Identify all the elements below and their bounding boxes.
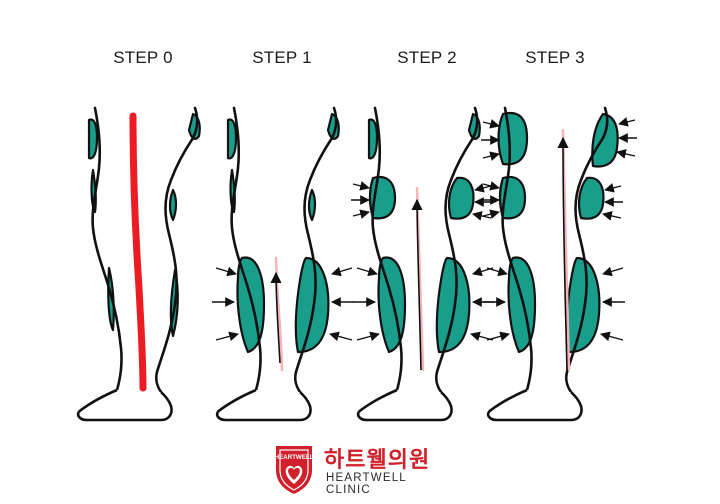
knee-pressure-arrow-0 (482, 181, 500, 191)
calf-pressure-arrow-2 (215, 331, 239, 342)
shield-text: HEARTWELL (275, 454, 314, 461)
knee-pressure-arrow-3 (604, 183, 622, 193)
calf-compression-pad-right (294, 256, 330, 354)
knee-compression-pad-right (307, 188, 317, 222)
calf-pressure-arrow-3 (602, 266, 624, 277)
thigh-compression-pad-left (226, 118, 238, 160)
knee-compression-pad-right (577, 176, 605, 220)
step-1-leg (212, 106, 354, 422)
legs-illustration (76, 106, 637, 422)
knee-compression-pad-right (447, 176, 475, 220)
knee-pressure-arrow-0 (352, 181, 370, 191)
calf-pressure-arrow-2 (486, 331, 510, 342)
foot-outline (356, 388, 453, 422)
calf-pressure-arrow-5 (329, 331, 353, 342)
brand-english-name: HEARTWELL CLINIC (326, 472, 407, 496)
thigh-compression-pad-left (497, 111, 529, 166)
foot-outline (215, 388, 312, 422)
upward-flow-arrow (411, 198, 423, 371)
upward-flow-arrow (270, 271, 282, 364)
heartwell-logo: HEARTWELL 하트웰의원 HEARTWELL CLINIC (272, 440, 452, 496)
leg-group (76, 106, 201, 422)
thigh-pressure-arrow-0 (482, 119, 500, 129)
leg-front-outline (293, 106, 338, 394)
foot-outline (76, 388, 173, 422)
calf-pressure-arrow-0 (486, 266, 508, 277)
step-1-label: STEP 1 (252, 48, 312, 67)
step-2-label: STEP 2 (397, 48, 457, 67)
upward-flow-arrow (557, 136, 569, 371)
leg-front-outline (434, 106, 479, 394)
calf-compression-pad-right (435, 256, 471, 354)
leg-group (351, 106, 495, 422)
leg-back-outline (371, 106, 403, 392)
thigh-compression-pad-left (367, 118, 379, 160)
thigh-pressure-arrow-5 (616, 149, 636, 159)
step-0-leg (76, 106, 201, 422)
calf-pressure-arrow-0 (356, 266, 378, 277)
step-3-label: STEP 3 (525, 48, 585, 67)
leg-back-outline (230, 106, 262, 392)
foot-outline (486, 388, 583, 422)
leg-front-outline (154, 106, 199, 394)
knee-pressure-arrow-5 (602, 211, 622, 221)
calf-pressure-arrow-2 (356, 331, 380, 342)
thigh-compression-pad-right (591, 112, 619, 168)
blood-vein (129, 112, 147, 392)
thigh-compression-pad-left (87, 118, 99, 160)
thigh-pressure-arrow-3 (618, 117, 636, 127)
calf-pressure-arrow-0 (215, 266, 237, 277)
leg-front-outline (564, 106, 609, 394)
heart-shield-icon: HEARTWELL (275, 446, 314, 494)
leg-back-outline (91, 106, 123, 392)
knee-pressure-arrow-2 (352, 209, 370, 219)
step-3-leg (481, 106, 637, 422)
knee-pressure-arrow-3 (474, 183, 492, 193)
knee-pressure-arrow-2 (482, 209, 500, 219)
step-2-leg (351, 106, 495, 422)
calf-compression-pad-right (565, 256, 601, 354)
thigh-pressure-arrow-2 (482, 151, 500, 161)
calf-pressure-arrow-3 (331, 266, 353, 277)
calf-pressure-arrow-5 (600, 331, 624, 342)
step-0-label: STEP 0 (113, 48, 173, 67)
brand-korean-name: 하트웰의원 (324, 448, 431, 473)
leg-group (212, 106, 354, 422)
leg-group (481, 106, 637, 422)
knee-compression-pad-right (168, 188, 178, 222)
knee-pressure-arrow-5 (472, 211, 492, 221)
leg-back-outline (501, 106, 533, 392)
